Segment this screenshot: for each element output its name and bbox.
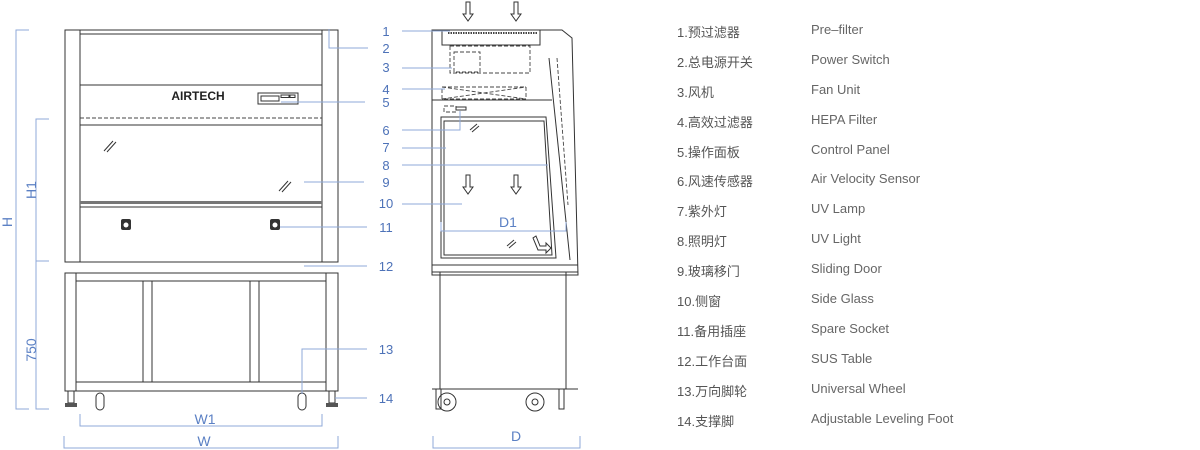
legend-cn: 2.总电源开关 bbox=[677, 54, 753, 70]
callout-11: 11 bbox=[379, 220, 393, 235]
legend-cn: 1.预过滤器 bbox=[677, 25, 740, 40]
parts-legend: 1.预过滤器 Pre–filter 2.总电源开关 Power Switch 3.风… bbox=[677, 22, 953, 440]
legend-en: HEPA Filter bbox=[811, 111, 878, 127]
caster-wheel bbox=[437, 392, 457, 412]
legend-cn: 4.高效过滤器 bbox=[677, 114, 753, 130]
airflow-arrow-icon bbox=[462, 174, 474, 195]
legend-cn: 5.操作面板 bbox=[677, 144, 740, 160]
callout-numbers: 1 2 3 4 5 6 7 8 9 10 11 12 13 14 bbox=[379, 24, 393, 406]
legend-cn: 6.风速传感器 bbox=[677, 174, 753, 190]
legend-en: Air Velocity Sensor bbox=[811, 171, 921, 187]
legend-cn: 9.玻璃移门 bbox=[677, 264, 740, 280]
legend-row: 14.支撑脚 Adjustable Leveling Foot bbox=[677, 411, 953, 441]
legend-row: 9.玻璃移门 Sliding Door bbox=[677, 261, 953, 291]
legend-cn: 11.备用插座 bbox=[677, 323, 747, 339]
callout-13: 13 bbox=[379, 342, 393, 357]
callout-8: 8 bbox=[382, 158, 389, 173]
sliding-door-glass bbox=[103, 140, 292, 193]
caster-wheel bbox=[525, 392, 545, 412]
legend-cn: 10.侧窗 bbox=[677, 294, 722, 310]
dim-W1: W1 bbox=[195, 411, 216, 427]
legend-cn: 8.照明灯 bbox=[677, 234, 727, 250]
dim-H: H bbox=[0, 217, 15, 227]
legend-cn: 7.紫外灯 bbox=[677, 204, 727, 220]
legend-en: UV Light bbox=[811, 231, 861, 247]
callout-10: 10 bbox=[379, 196, 393, 211]
leveling-foot bbox=[326, 390, 338, 407]
callout-6: 6 bbox=[382, 123, 389, 138]
callout-12: 12 bbox=[379, 259, 393, 274]
leveling-foot bbox=[65, 390, 77, 407]
callout-3: 3 bbox=[382, 60, 389, 75]
legend-en: Adjustable Leveling Foot bbox=[811, 410, 954, 426]
callout-1: 1 bbox=[382, 24, 389, 39]
legend-row: 12.工作台面 SUS Table bbox=[677, 351, 953, 381]
legend-row: 4.高效过滤器 HEPA Filter bbox=[677, 112, 953, 142]
side-view: D1 D bbox=[431, 1, 581, 449]
front-view: AIRTECH bbox=[64, 29, 339, 411]
socket-icon bbox=[121, 219, 131, 230]
base-stand bbox=[64, 272, 339, 392]
legend-en: SUS Table bbox=[811, 350, 873, 366]
legend-row: 8.照明灯 UV Light bbox=[677, 231, 953, 261]
legend-en: Pre–filter bbox=[811, 22, 864, 37]
callout-5: 5 bbox=[382, 95, 389, 110]
dim-H1: H1 bbox=[23, 181, 39, 199]
dim-W: W bbox=[197, 433, 211, 449]
callout-2: 2 bbox=[382, 41, 389, 56]
legend-cn: 3.风机 bbox=[677, 84, 714, 100]
legend-row: 3.风机 Fan Unit bbox=[677, 82, 953, 112]
dim-D: D bbox=[511, 428, 521, 444]
legend-en: UV Lamp bbox=[811, 201, 866, 217]
control-panel bbox=[257, 92, 299, 105]
legend-row: 13.万向脚轮 Universal Wheel bbox=[677, 381, 953, 411]
dim-D1: D1 bbox=[499, 214, 517, 230]
legend-en: Sliding Door bbox=[811, 261, 882, 277]
legend-row: 6.风速传感器 Air Velocity Sensor bbox=[677, 171, 953, 201]
airflow-arrow-icon bbox=[510, 174, 522, 195]
front-dimensions: H H1 750 W1 W bbox=[0, 29, 339, 449]
legend-en: Fan Unit bbox=[811, 81, 861, 97]
legend-cn: 14.支撑脚 bbox=[677, 413, 735, 429]
legend-en: Power Switch bbox=[811, 51, 890, 67]
legend-en: Side Glass bbox=[811, 291, 874, 307]
legend-row: 1.预过滤器 Pre–filter bbox=[677, 22, 953, 52]
right-pillar bbox=[321, 29, 339, 263]
legend-row: 10.侧窗 Side Glass bbox=[677, 291, 953, 321]
airflow-arrow-icon bbox=[462, 1, 474, 22]
callout-7: 7 bbox=[382, 140, 389, 155]
legend-row: 7.紫外灯 UV Lamp bbox=[677, 201, 953, 231]
legend-en: Spare Socket bbox=[811, 320, 890, 336]
legend-en: Universal Wheel bbox=[811, 380, 906, 396]
callout-4: 4 bbox=[382, 82, 389, 97]
left-pillar bbox=[64, 29, 81, 263]
legend-row: 5.操作面板 Control Panel bbox=[677, 142, 953, 172]
caster-wheel bbox=[82, 390, 118, 411]
callout-9: 9 bbox=[382, 175, 389, 190]
brand-logo: AIRTECH bbox=[171, 89, 224, 103]
socket-icon bbox=[270, 219, 280, 230]
dim-750: 750 bbox=[23, 338, 39, 362]
legend-cn: 12.工作台面 bbox=[677, 353, 748, 369]
leader-lines bbox=[280, 29, 548, 399]
callout-14: 14 bbox=[379, 391, 393, 406]
legend-en: Control Panel bbox=[811, 141, 890, 157]
legend-row: 11.备用插座 Spare Socket bbox=[677, 321, 953, 351]
legend-row: 2.总电源开关 Power Switch bbox=[677, 52, 953, 82]
legend-cn: 13.万向脚轮 bbox=[677, 383, 748, 399]
airflow-arrow-icon bbox=[510, 1, 522, 22]
